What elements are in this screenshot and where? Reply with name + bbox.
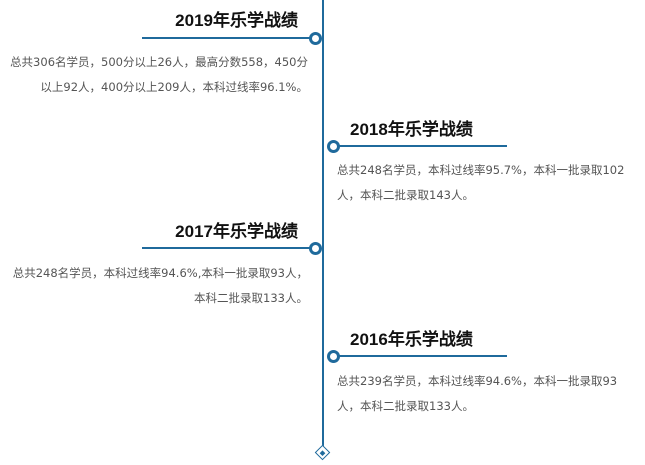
- timeline-dot-icon: [309, 32, 322, 45]
- entry-line: [330, 145, 507, 147]
- timeline-dot-icon: [327, 350, 340, 363]
- timeline-axis: [322, 0, 324, 447]
- entry-line: [142, 247, 318, 249]
- entry-line: [330, 355, 507, 357]
- timeline-dot-icon: [327, 140, 340, 153]
- entry-title: 2017年乐学战绩: [175, 222, 298, 241]
- entry-description: 总共239名学员，本科过线率94.6%，本科一批录取93人，本科二批录取133人…: [337, 374, 618, 413]
- entry-title: 2016年乐学战绩: [350, 330, 473, 349]
- entry-title: 2018年乐学战绩: [350, 120, 473, 139]
- entry-line: [142, 37, 318, 39]
- entry-title: 2019年乐学战绩: [175, 11, 298, 30]
- entry-description: 总共306名学员，500分以上26人，最高分数558，450分以上92人，400…: [10, 55, 308, 94]
- entry-description: 总共248名学员，本科过线率94.6%,本科一批录取93人，本科二批录取133人…: [12, 266, 308, 305]
- timeline-dot-icon: [309, 242, 322, 255]
- timeline-end-diamond-icon: [314, 444, 331, 461]
- entry-description: 总共248名学员，本科过线率95.7%，本科一批录取102人，本科二批录取143…: [337, 163, 625, 202]
